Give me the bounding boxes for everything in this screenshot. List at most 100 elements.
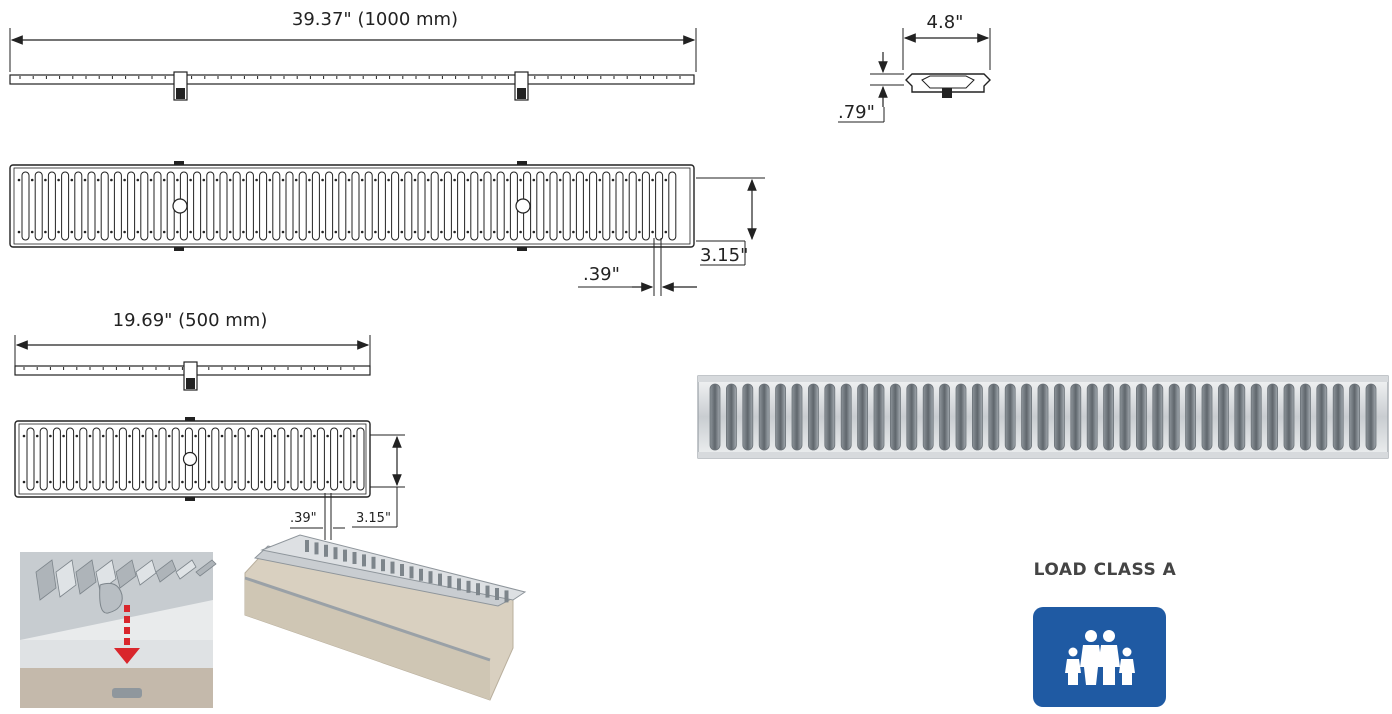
grate-rivet bbox=[123, 178, 126, 182]
grate-rivet bbox=[651, 178, 654, 182]
grate-rivet bbox=[532, 230, 536, 234]
grate-slot bbox=[602, 171, 611, 241]
render-slot bbox=[791, 383, 803, 451]
grate-rivet bbox=[260, 434, 263, 438]
grate-rivet bbox=[123, 230, 126, 234]
grate-rivet bbox=[115, 480, 118, 484]
grate-rivet bbox=[453, 178, 456, 182]
grate-slot bbox=[272, 171, 281, 241]
grate-rivet bbox=[347, 178, 351, 182]
grate-tooth bbox=[135, 559, 157, 586]
render-slot bbox=[890, 383, 901, 451]
grate-rivet bbox=[242, 178, 245, 182]
grate-slot bbox=[224, 427, 233, 491]
grate-rivet bbox=[22, 434, 26, 438]
grate-rivet bbox=[387, 178, 390, 182]
grate-rivet bbox=[194, 480, 197, 484]
grate-slot bbox=[92, 427, 101, 491]
short-slot-dimension: .39" bbox=[290, 511, 317, 526]
grate-rivet bbox=[57, 230, 60, 234]
grate-rivet bbox=[154, 480, 158, 484]
grate-rivet bbox=[347, 230, 351, 234]
grate-slot bbox=[298, 171, 307, 241]
grate-rivet bbox=[572, 178, 575, 182]
render-slot bbox=[1316, 383, 1328, 451]
grate-rivet bbox=[255, 230, 258, 234]
channel-slot bbox=[305, 540, 309, 552]
render-slot bbox=[1185, 383, 1196, 451]
grate-rivet bbox=[228, 230, 232, 234]
grate-rivet bbox=[88, 434, 92, 438]
grate-rivet bbox=[294, 230, 298, 234]
render-slot bbox=[1021, 383, 1032, 451]
grate-slot bbox=[198, 427, 207, 491]
grate-rivet bbox=[207, 480, 211, 484]
channel-slot bbox=[343, 549, 347, 562]
grate-rivet bbox=[88, 480, 92, 484]
clip-right bbox=[514, 71, 529, 101]
load-class-title: LOAD CLASS A bbox=[1033, 560, 1177, 580]
render-slot bbox=[758, 383, 770, 451]
grate-slot bbox=[655, 171, 664, 241]
grate-rivet bbox=[572, 230, 575, 234]
channel-slot bbox=[419, 568, 423, 581]
grate-rivet bbox=[17, 178, 21, 182]
grate-rivet bbox=[611, 230, 615, 234]
grate-rivet bbox=[326, 480, 329, 484]
channel-assembly-photo bbox=[244, 534, 527, 701]
grate-slot bbox=[483, 171, 492, 241]
grate-rivet bbox=[215, 178, 219, 182]
grate-rivet bbox=[321, 178, 324, 182]
render-slot bbox=[857, 383, 868, 451]
grate-slot bbox=[325, 171, 334, 241]
grate-rivet bbox=[360, 230, 364, 234]
render-slot bbox=[1250, 383, 1262, 451]
grate-slot bbox=[237, 427, 246, 491]
grate-slot bbox=[575, 171, 584, 241]
grate-slot bbox=[39, 427, 48, 491]
grate-rivet bbox=[110, 178, 113, 182]
channel-slot bbox=[457, 578, 461, 591]
grate-rivet bbox=[247, 480, 250, 484]
steel-grate-render bbox=[697, 375, 1389, 459]
grate-rivet bbox=[62, 480, 65, 484]
grate-slot bbox=[79, 427, 88, 491]
grate-rivet bbox=[162, 178, 166, 182]
family-pedestrian-icon bbox=[1065, 630, 1135, 685]
grate-slot bbox=[377, 171, 386, 241]
grate-rivet bbox=[128, 480, 131, 484]
render-slot bbox=[1283, 383, 1295, 451]
grate-rivet bbox=[233, 434, 237, 438]
grate-rivet bbox=[651, 230, 654, 234]
grate-rivet bbox=[162, 230, 166, 234]
grate-rivet bbox=[299, 480, 303, 484]
end-width-dimension: 4.8" bbox=[927, 12, 964, 33]
render-slot bbox=[1152, 383, 1164, 451]
grate-slot bbox=[219, 171, 228, 241]
grate-slot bbox=[47, 171, 56, 241]
grate-rivet bbox=[664, 178, 668, 182]
grate-rivet bbox=[30, 230, 34, 234]
grate-slot bbox=[457, 171, 466, 241]
channel-slot bbox=[362, 554, 366, 567]
channel-slot bbox=[314, 542, 319, 555]
grate-rivet bbox=[83, 230, 87, 234]
grate-tooth bbox=[175, 559, 197, 580]
grate-rivet bbox=[413, 178, 417, 182]
grate-rivet bbox=[136, 178, 140, 182]
grate-rivet bbox=[136, 230, 140, 234]
render-slot bbox=[775, 383, 786, 451]
grate-rivet bbox=[308, 230, 311, 234]
grate-slot bbox=[338, 171, 347, 241]
grate-rivet bbox=[70, 178, 74, 182]
grate-rivet bbox=[400, 178, 404, 182]
grate-rivet bbox=[154, 434, 158, 438]
grate-rivet bbox=[326, 434, 329, 438]
render-slot bbox=[1054, 383, 1065, 451]
grate-rivet bbox=[228, 178, 232, 182]
grate-slot bbox=[245, 171, 254, 241]
grate-rivet bbox=[268, 230, 272, 234]
grate-rivet bbox=[440, 230, 443, 234]
grate-rivet bbox=[624, 230, 628, 234]
grate-slot bbox=[113, 171, 122, 241]
